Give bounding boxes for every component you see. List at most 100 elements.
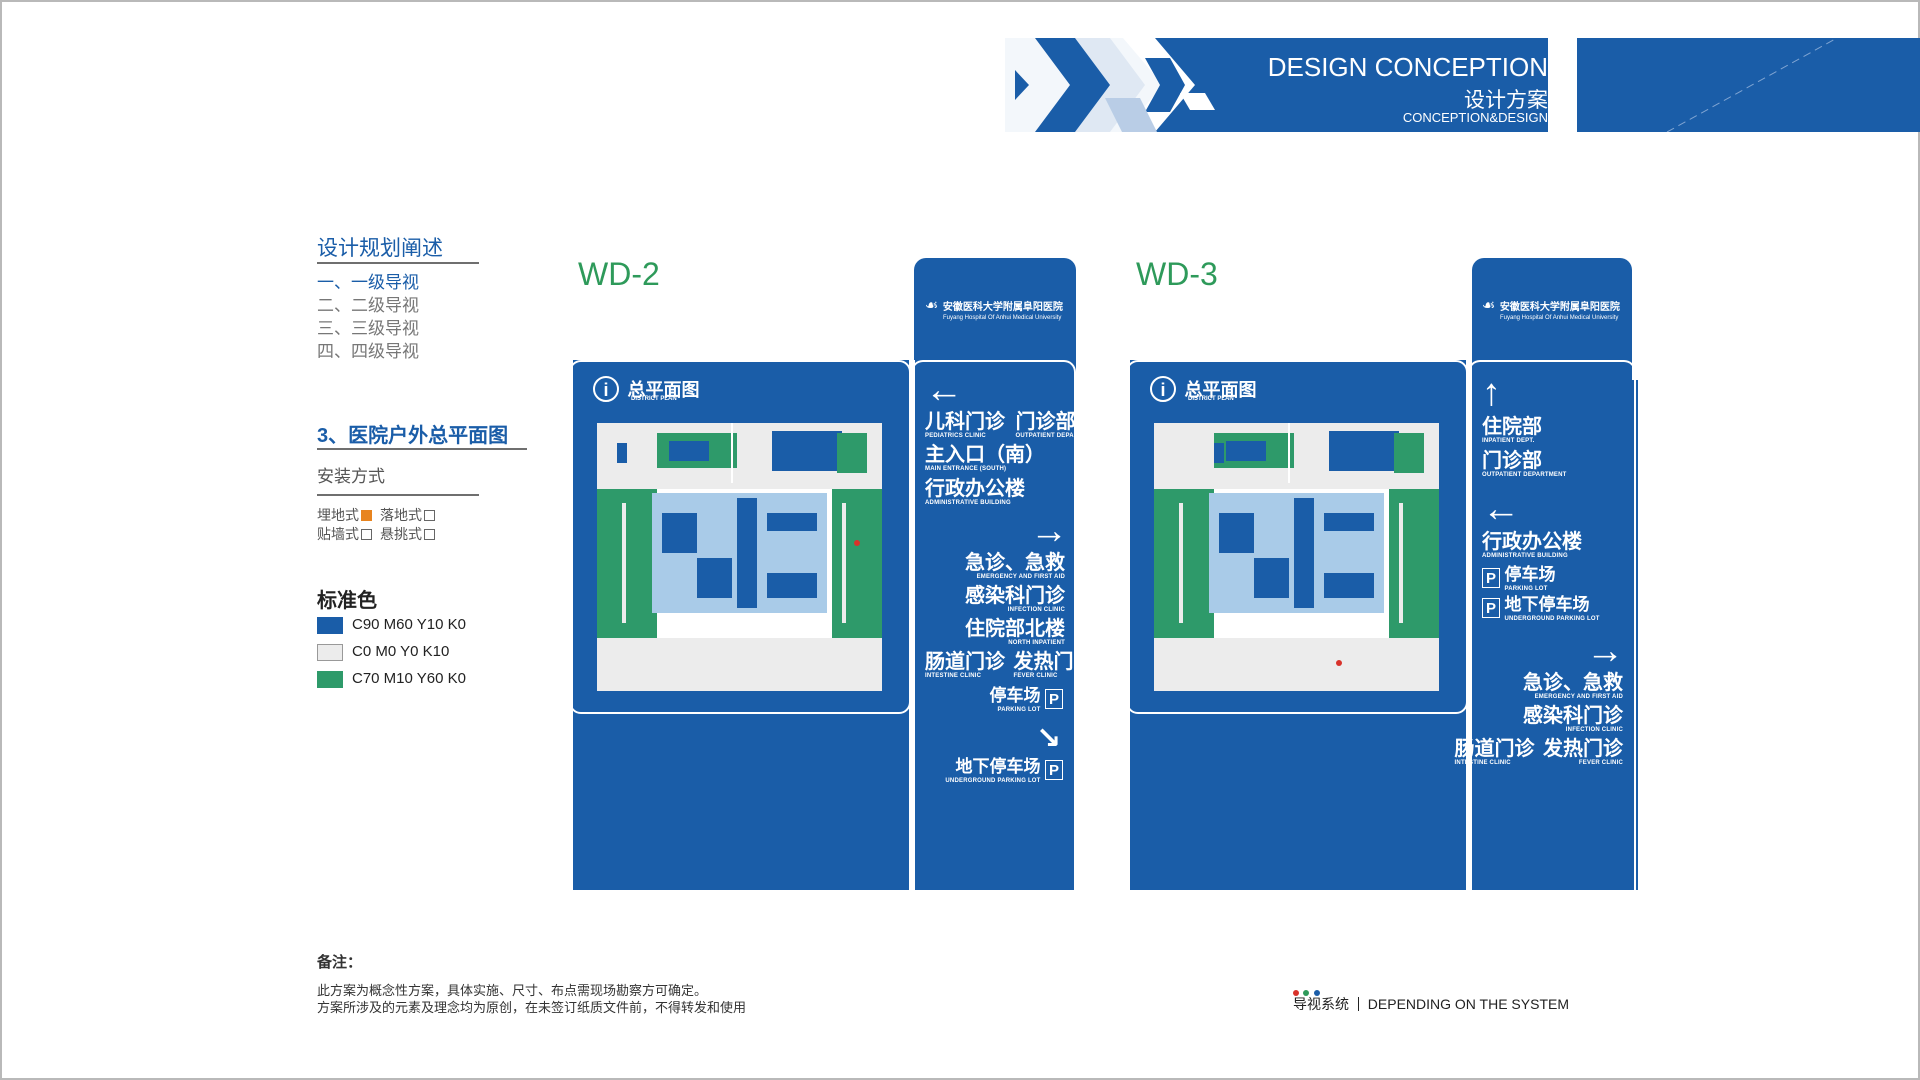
map-title: 总平面图 [627, 380, 700, 400]
brand-line: 导视系统 DEPENDING ON THE SYSTEM [1293, 994, 1569, 1014]
wd2-map-frame [569, 360, 911, 714]
info-icon: i [1150, 376, 1176, 402]
dir-en: INFECTION CLINIC [1007, 607, 1065, 613]
wd2-site-map [597, 423, 882, 691]
install-divider [317, 494, 479, 496]
install-option-label: 悬挑式 [380, 526, 422, 542]
dot-green [1303, 990, 1310, 996]
color-label-grey: C0 M0 Y0 K10 [352, 643, 450, 660]
wd3-hospital-logo: ☙ 安徽医科大学附属阜阳医院 Fuyang Hospital Of Anhui … [1482, 297, 1620, 321]
dir-en: FEVER CLINIC [1013, 673, 1058, 679]
dir-cn: 地下停车场 [955, 757, 1041, 776]
map-title-en: DISTRICT PLAN [1188, 396, 1234, 402]
dir-cn: 主入口（南） [925, 444, 1045, 466]
dir-cn: 门诊部 [1482, 450, 1542, 472]
color-swatch-green [317, 671, 343, 688]
color-label-green: C70 M10 Y60 K0 [352, 670, 466, 687]
note-line-1: 此方案为概念性方案，具体实施、尺寸、布点需现场勘察方可确定。 [317, 983, 708, 998]
dir-en: INPATIENT DEPT. [1482, 438, 1535, 444]
dir-en: UNDERGROUND PARKING LOT [1504, 616, 1600, 622]
dir-cn: 感染科门诊 [1523, 705, 1623, 727]
brand-dots [1293, 983, 1320, 1001]
color-label-blue: C90 M60 Y10 K0 [352, 616, 466, 633]
dir-en: EMERGENCY AND FIRST AID [976, 574, 1065, 580]
wd3-dir-underground-parking: P 地下停车场 UNDERGROUND PARKING LOT [1482, 594, 1600, 623]
arrow-down-right-icon: ↘ [1036, 722, 1062, 755]
wd3-site-map [1154, 423, 1439, 691]
arrow-left-icon: ← [1482, 488, 1520, 530]
install-option-label: 埋地式 [317, 507, 359, 523]
note-line-2: 方案所涉及的元素及理念均为原创，在未签订纸质文件前，不得转发和使用 [317, 1000, 747, 1015]
dir-en: MAIN ENTRANCE (SOUTH) [925, 466, 1007, 472]
dir-en: ADMINISTRATIVE BUILDING [925, 500, 1011, 506]
note-title: 备注： [317, 954, 363, 971]
dashed-line-decoration [1666, 38, 1838, 132]
dir-en: OUTPATIENT DEPARTMENT [1015, 433, 1100, 439]
arrow-right-icon: → [1586, 630, 1624, 672]
dir-en: PARKING LOT [997, 707, 1041, 713]
wd3-direction-frame [1468, 360, 1636, 890]
section-divider [317, 448, 527, 450]
dir-cn: 行政办公楼 [1482, 531, 1582, 553]
parking-icon: P [1045, 759, 1063, 780]
dir-cn: 行政办公楼 [925, 478, 1025, 500]
dir-cn: 地下停车场 [1504, 595, 1590, 614]
sign-label-wd2: WD-2 [578, 256, 660, 292]
dir-en: FEVER CLINIC [1578, 760, 1623, 766]
dir-cn: 急诊、急救 [965, 552, 1065, 574]
install-option-label: 落地式 [380, 507, 422, 523]
dir-cn: 停车场 [1504, 565, 1556, 584]
header-title-en: DESIGN CONCEPTION [1267, 52, 1548, 82]
nav-list: 一、一级导视 二、二级导视 三、三级导视 四、四级导视 [317, 271, 419, 363]
dir-cn: 住院部北楼 [965, 618, 1065, 640]
brand-en: DEPENDING ON THE SYSTEM [1367, 996, 1569, 1012]
site-plan-drawing [1154, 423, 1439, 691]
install-checkbox-hanging[interactable] [424, 529, 435, 540]
header-banner-right [1577, 38, 1920, 132]
parking-icon: P [1045, 688, 1063, 709]
dir-cn: 急诊、急救 [1523, 672, 1623, 694]
nav-item-level3[interactable]: 三、三级导视 [317, 319, 419, 338]
heading-divider [317, 262, 479, 264]
header-banner: DESIGN CONCEPTION 设计方案 CONCEPTION&DESIGN [1005, 38, 1548, 132]
dir-en: NORTH INPATIENT [1008, 640, 1065, 646]
nav-item-level1[interactable]: 一、一级导视 [317, 273, 419, 292]
color-swatch-blue [317, 617, 343, 634]
dir-en: INTESTINE CLINIC [1454, 760, 1511, 766]
dot-blue [1313, 990, 1320, 996]
install-checkbox-floor[interactable] [424, 510, 435, 521]
dir-cn: 门诊部 [1015, 411, 1076, 433]
dot-red [1293, 990, 1299, 996]
wd2-map-title: i 总平面图 DISTRICT PLAN [593, 376, 699, 402]
install-checkbox-wall[interactable] [361, 529, 372, 540]
nav-item-level4[interactable]: 四、四级导视 [317, 342, 419, 361]
dir-cn: 感染科门诊 [965, 585, 1065, 607]
wd2-direction-panel [914, 258, 1076, 890]
parking-icon: P [1482, 597, 1500, 618]
nav-item-level2[interactable]: 二、二级导视 [317, 296, 419, 315]
install-options: 埋地式落地式 贴墙式悬挑式 [317, 506, 443, 544]
install-checkbox-buried[interactable] [361, 510, 372, 521]
design-heading: 设计规划阐述 [317, 237, 443, 260]
wd2-dir-main-entrance: 主入口（南）MAIN ENTRANCE (SOUTH) [925, 444, 1045, 473]
dir-en: OUTPATIENT DEPARTMENT [1482, 472, 1567, 478]
map-title: 总平面图 [1184, 380, 1257, 400]
arrow-up-icon: ↑ [1482, 372, 1501, 414]
info-icon: i [593, 376, 619, 402]
hospital-name: 安徽医科大学附属阜阳医院 [942, 302, 1063, 313]
section-title: 3、医院户外总平面图 [317, 425, 509, 447]
